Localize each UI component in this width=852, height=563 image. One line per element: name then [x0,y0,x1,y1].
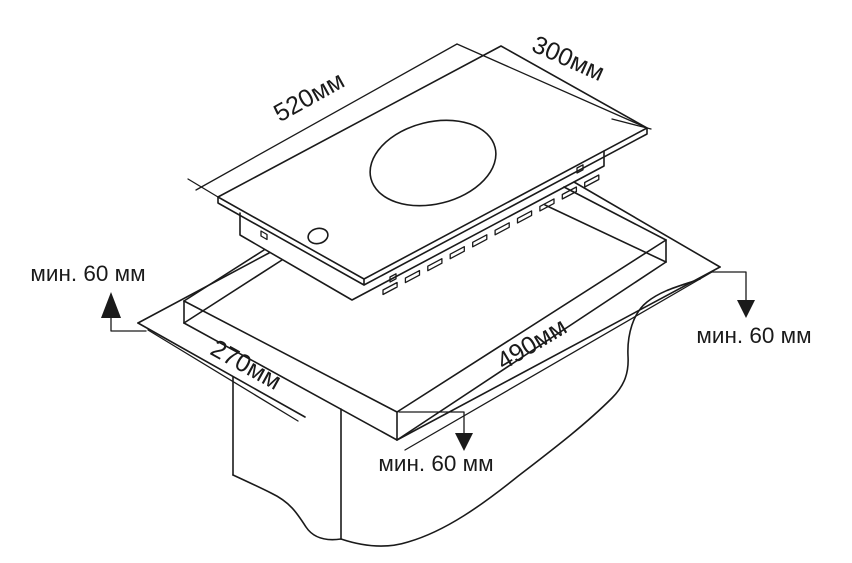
cooktop [217,45,648,301]
leader-bottom [398,411,465,435]
clearance-bottom: мин. 60 мм [378,411,494,476]
countertop-outer-topright-edge [573,181,721,268]
dim-ext-520-left [187,178,219,198]
clearance-left-label: мин. 60 мм [30,261,145,286]
clearance-right-label: мин. 60 мм [696,323,811,348]
cutout-wall-topright [544,204,667,263]
cooktop-glass-top [217,45,648,280]
clearance-right: мин. 60 мм [696,271,812,348]
cutout-rim-topright-edge [563,186,667,241]
dim-label-cooktop-width: 520мм [269,66,349,127]
arrow-down-icon-right [737,300,755,318]
cooktop-dimensions: 520мм 300мм [187,30,652,198]
arrow-down-icon-bottom [455,433,473,451]
dim-line-520 [195,43,458,191]
dim-label-cutout-length: 490мм [492,313,572,376]
arrow-up-icon [101,292,121,318]
cutout-rim-bottomleft-edge [183,300,398,413]
leader-right [710,271,747,303]
dim-line-300 [456,43,648,129]
cutout-wall-topleft [183,259,283,324]
cooktop-body [239,150,605,301]
cutout-rim-bottomright-edge [396,239,667,413]
control-circle [307,227,329,245]
dim-ext-300-right [611,118,652,130]
countertop [137,181,721,547]
cutout-rim-topleft-edge [183,249,265,302]
clearance-bottom-label: мин. 60 мм [378,451,493,476]
leader-left [110,315,147,332]
clearance-left: мин. 60 мм [30,261,147,332]
cutout-width-dim-line [147,329,299,422]
cutout-wall-bottomleft [183,322,398,441]
burner-circle [369,119,497,207]
dim-label-cutout-width: 270мм [206,334,286,395]
cutout-dimensions: 270мм 490мм [206,313,572,396]
mounting-clips [260,164,584,283]
break-wavy-edge [232,278,701,547]
dim-label-cooktop-depth: 300мм [528,30,609,87]
vent-slots [382,174,600,296]
countertop-outer-bottomright-edge [396,266,721,441]
cooktop-glass-thickness [217,127,648,286]
cutout-wall-bottomright [396,261,667,441]
cutout-length-dim-line [404,271,713,451]
countertop-outer-bottomleft-edge [137,322,306,418]
